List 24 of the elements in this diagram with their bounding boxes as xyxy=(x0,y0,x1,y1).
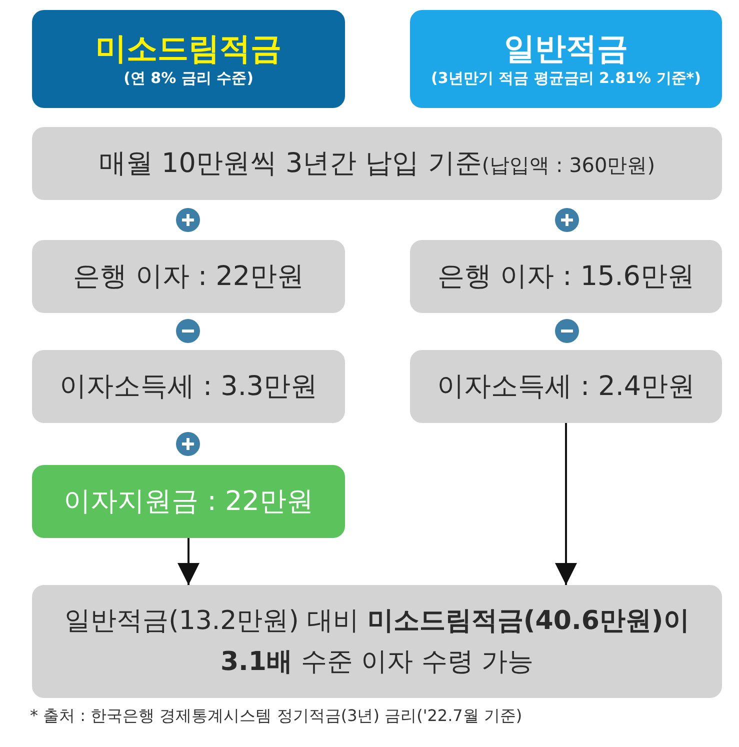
header-box xyxy=(410,10,722,108)
info-box xyxy=(32,465,345,538)
info-box xyxy=(32,350,345,423)
subtitle-text: (연 8% 금리 수준) xyxy=(124,69,254,89)
value-text: 은행 이자 : 15.6만원 xyxy=(438,260,694,294)
title-text: 일반적금 xyxy=(504,30,628,70)
arrow xyxy=(178,538,200,585)
value-text: 이자소득세 : 3.3만원 xyxy=(59,370,318,404)
value-text: 이자소득세 : 2.4만원 xyxy=(436,370,696,404)
info-box xyxy=(32,240,345,313)
value-text: 이자지원금 : 22만원 xyxy=(64,484,314,519)
header-box xyxy=(32,10,345,108)
subtitle-text: (3년만기 적금 평균금리 2.81% 기준*) xyxy=(431,69,701,89)
info-box xyxy=(32,585,722,698)
info-box xyxy=(410,240,722,313)
source-note: * 출처 : 한국은행 경제통계시스템 정기적금(3년) 금리('22.7월 기준) xyxy=(30,706,522,727)
info-box xyxy=(410,350,722,423)
condition-text: 매월 10만원씩 3년간 납입 기준 xyxy=(98,146,482,181)
amount-note: (납입액 : 360만원) xyxy=(482,152,656,178)
info-box xyxy=(32,127,722,200)
arrow xyxy=(555,423,577,585)
result-text: 일반적금(13.2만원) 대비 미소드림적금(40.6만원)이 3.1배 수준 이자 수령 가능 xyxy=(64,605,690,678)
title-text: 미소드림적금 xyxy=(96,30,282,70)
value-text: 은행 이자 : 22만원 xyxy=(72,260,304,294)
